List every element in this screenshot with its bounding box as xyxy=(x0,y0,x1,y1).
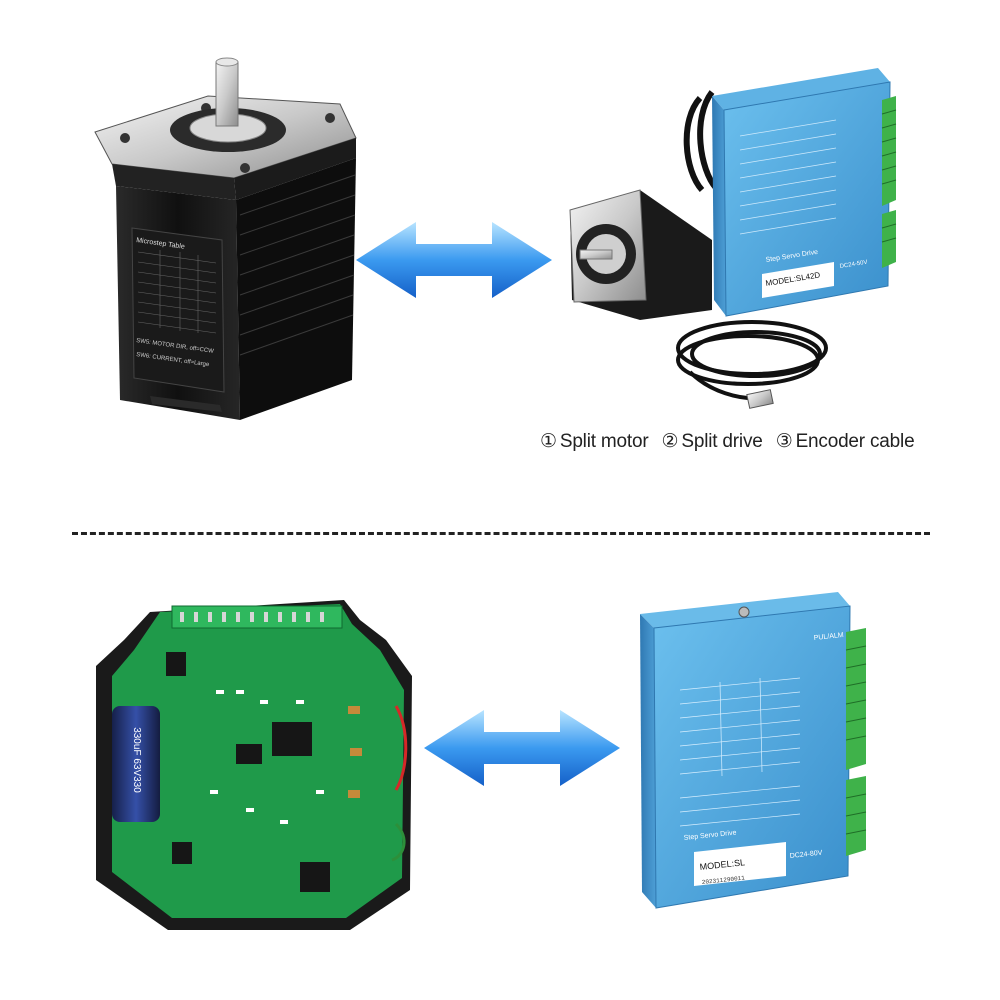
double-arrow-icon xyxy=(356,222,552,298)
drive-top-voltage: DC24-50V xyxy=(839,260,868,270)
drive-bottom-voltage: DC24-80V xyxy=(789,850,823,860)
capacitor-label: 330uF 63V330 xyxy=(131,727,142,793)
drive-bottom-barcode: 202311290011 xyxy=(701,874,745,886)
drive-bottom-model: MODEL:SL xyxy=(699,857,745,872)
double-arrow-icon xyxy=(424,710,620,786)
drive-pcb: 330uF 63V330 xyxy=(96,600,412,930)
split-drive-set: Step Servo Drive MODEL:SL42D DC24-50V xyxy=(569,68,897,409)
dashed-divider xyxy=(72,532,930,535)
integrated-motor: Microstep Table SW5: MOTOR DIR, off=CCW … xyxy=(94,57,357,420)
drive-panel-label: PUL/ALM xyxy=(813,632,844,642)
step-servo-drive: PUL/ALM Step Servo Drive MODEL:SL 202311… xyxy=(640,592,867,909)
